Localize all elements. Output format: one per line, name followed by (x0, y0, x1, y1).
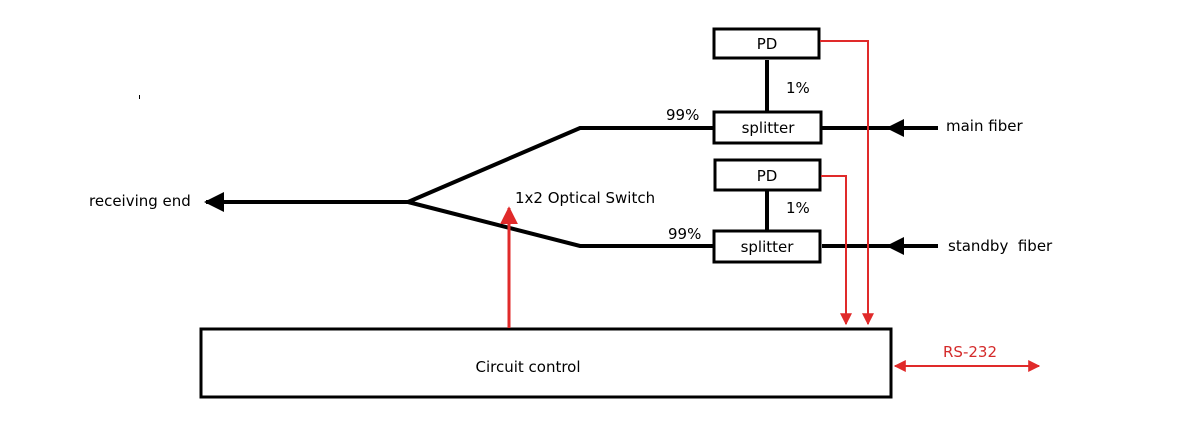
pd-top-signal-line (820, 40, 874, 326)
switch-branch-top (407, 126, 714, 204)
pd-box-bottom (713, 158, 822, 192)
main-fiber-arrowhead (886, 119, 904, 137)
splitter-top-label: splitter (742, 119, 796, 137)
switch-branch-bottom (407, 200, 714, 248)
pd-bottom-label: PD (757, 167, 778, 185)
main-fiber-label: main fiber (946, 117, 1023, 135)
pd-box-top (712, 27, 821, 60)
stray-mark (139, 95, 140, 99)
circuit-control-box (199, 327, 893, 399)
splitter-box-bottom (712, 229, 822, 264)
circuit-control-label: Circuit control (475, 358, 580, 376)
main-ratio-top: 99% (666, 106, 699, 124)
rs232-label: RS-232 (943, 343, 997, 361)
main-ratio-bottom: 99% (668, 225, 701, 243)
standby-fiber-arrowhead (886, 237, 904, 255)
pd-top-label: PD (757, 35, 778, 53)
standby-fiber-label: standby fiber (948, 237, 1053, 255)
receiving-end-label: receiving end (89, 192, 191, 210)
pd-bottom-signal-line (821, 175, 852, 326)
optical-switch-label: 1x2 Optical Switch (515, 189, 655, 207)
tap-ratio-top: 1% (786, 79, 810, 97)
tap-ratio-bottom: 1% (786, 199, 810, 217)
splitter-box-top (712, 110, 823, 145)
splitter-bottom-label: splitter (741, 238, 795, 256)
